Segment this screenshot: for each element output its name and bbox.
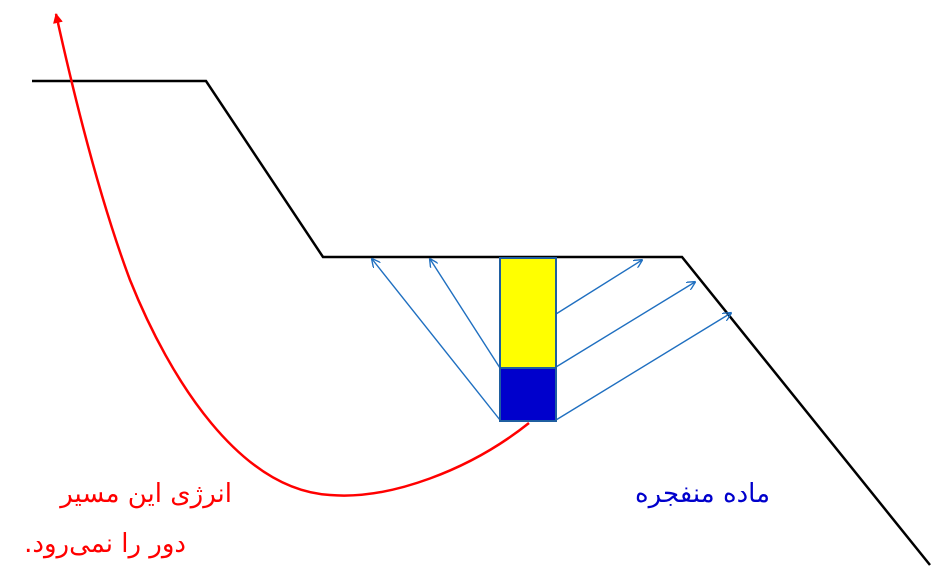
terrain-profile (32, 79, 931, 566)
force-arrow (555, 260, 642, 315)
force-arrow (372, 259, 501, 421)
explosive-material-label: ماده منفجره (635, 479, 770, 509)
force-arrow (555, 313, 731, 421)
force-arrow (555, 282, 695, 368)
energy-label-line2: دور را نمی‌رود. (24, 529, 186, 559)
energy-label-line1: انرژی این مسیر (58, 479, 232, 509)
explosive-charge (499, 367, 557, 422)
force-arrow (430, 259, 501, 369)
energy-path-curve (53, 13, 530, 497)
force-arrows (372, 259, 731, 421)
stemming-column (499, 257, 557, 369)
